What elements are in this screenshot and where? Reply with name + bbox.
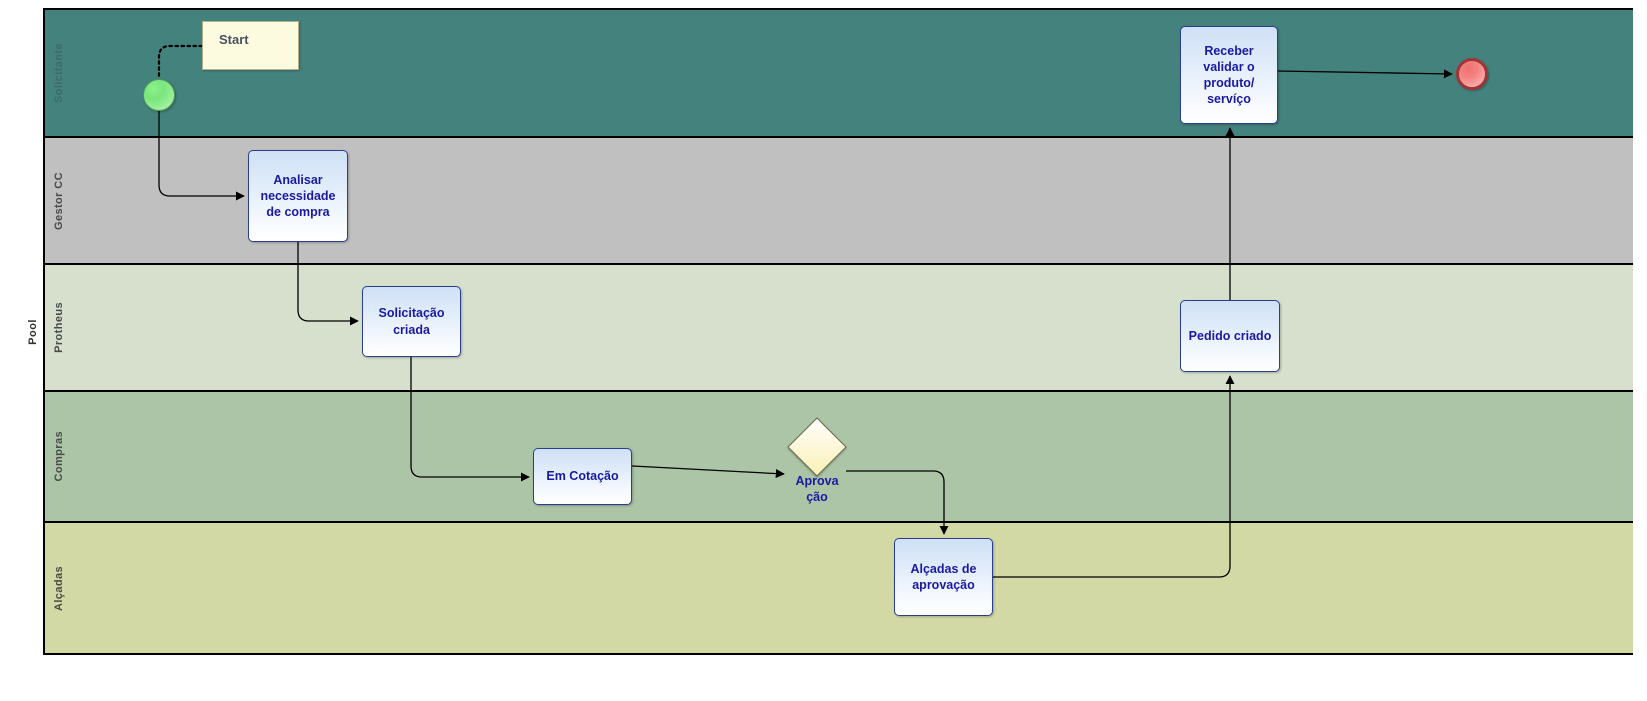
task-analisar-necessidade-de-compra[interactable]: Analisar necessidade de compra — [248, 150, 348, 242]
lane-alcadas[interactable]: Alçadas — [45, 523, 1633, 653]
lane-label-gestor-cc: Gestor CC — [53, 171, 65, 230]
lane-label-compras: Compras — [53, 431, 65, 482]
end-event[interactable] — [1456, 58, 1488, 90]
task-solicitacao-criada[interactable]: Solicitação criada — [362, 286, 461, 357]
exclusive-gateway-aprovacao-label: Aprova ção — [795, 474, 839, 504]
lane-label-alcadas: Alçadas — [53, 565, 65, 611]
task-em-cotacao[interactable]: Em Cotação — [533, 448, 632, 505]
lane-compras[interactable]: Compras — [45, 392, 1633, 523]
task-alcadas-de-aprovacao[interactable]: Alçadas de aprovação — [894, 538, 993, 616]
task-receber-validar-produto-servico[interactable]: Receber validar o produto/ servíço — [1180, 26, 1278, 124]
task-pedido-criado[interactable]: Pedido criado — [1180, 300, 1280, 372]
lane-label-solicitante: Solicitante — [53, 42, 65, 104]
text-annotation-start[interactable]: Start — [202, 21, 299, 70]
start-event[interactable] — [143, 79, 175, 111]
pool-header: Pool — [23, 8, 45, 655]
lane-protheus[interactable]: Protheus — [45, 265, 1633, 392]
text-annotation-start-label: Start — [219, 32, 249, 47]
lane-label-protheus: Protheus — [53, 302, 65, 353]
